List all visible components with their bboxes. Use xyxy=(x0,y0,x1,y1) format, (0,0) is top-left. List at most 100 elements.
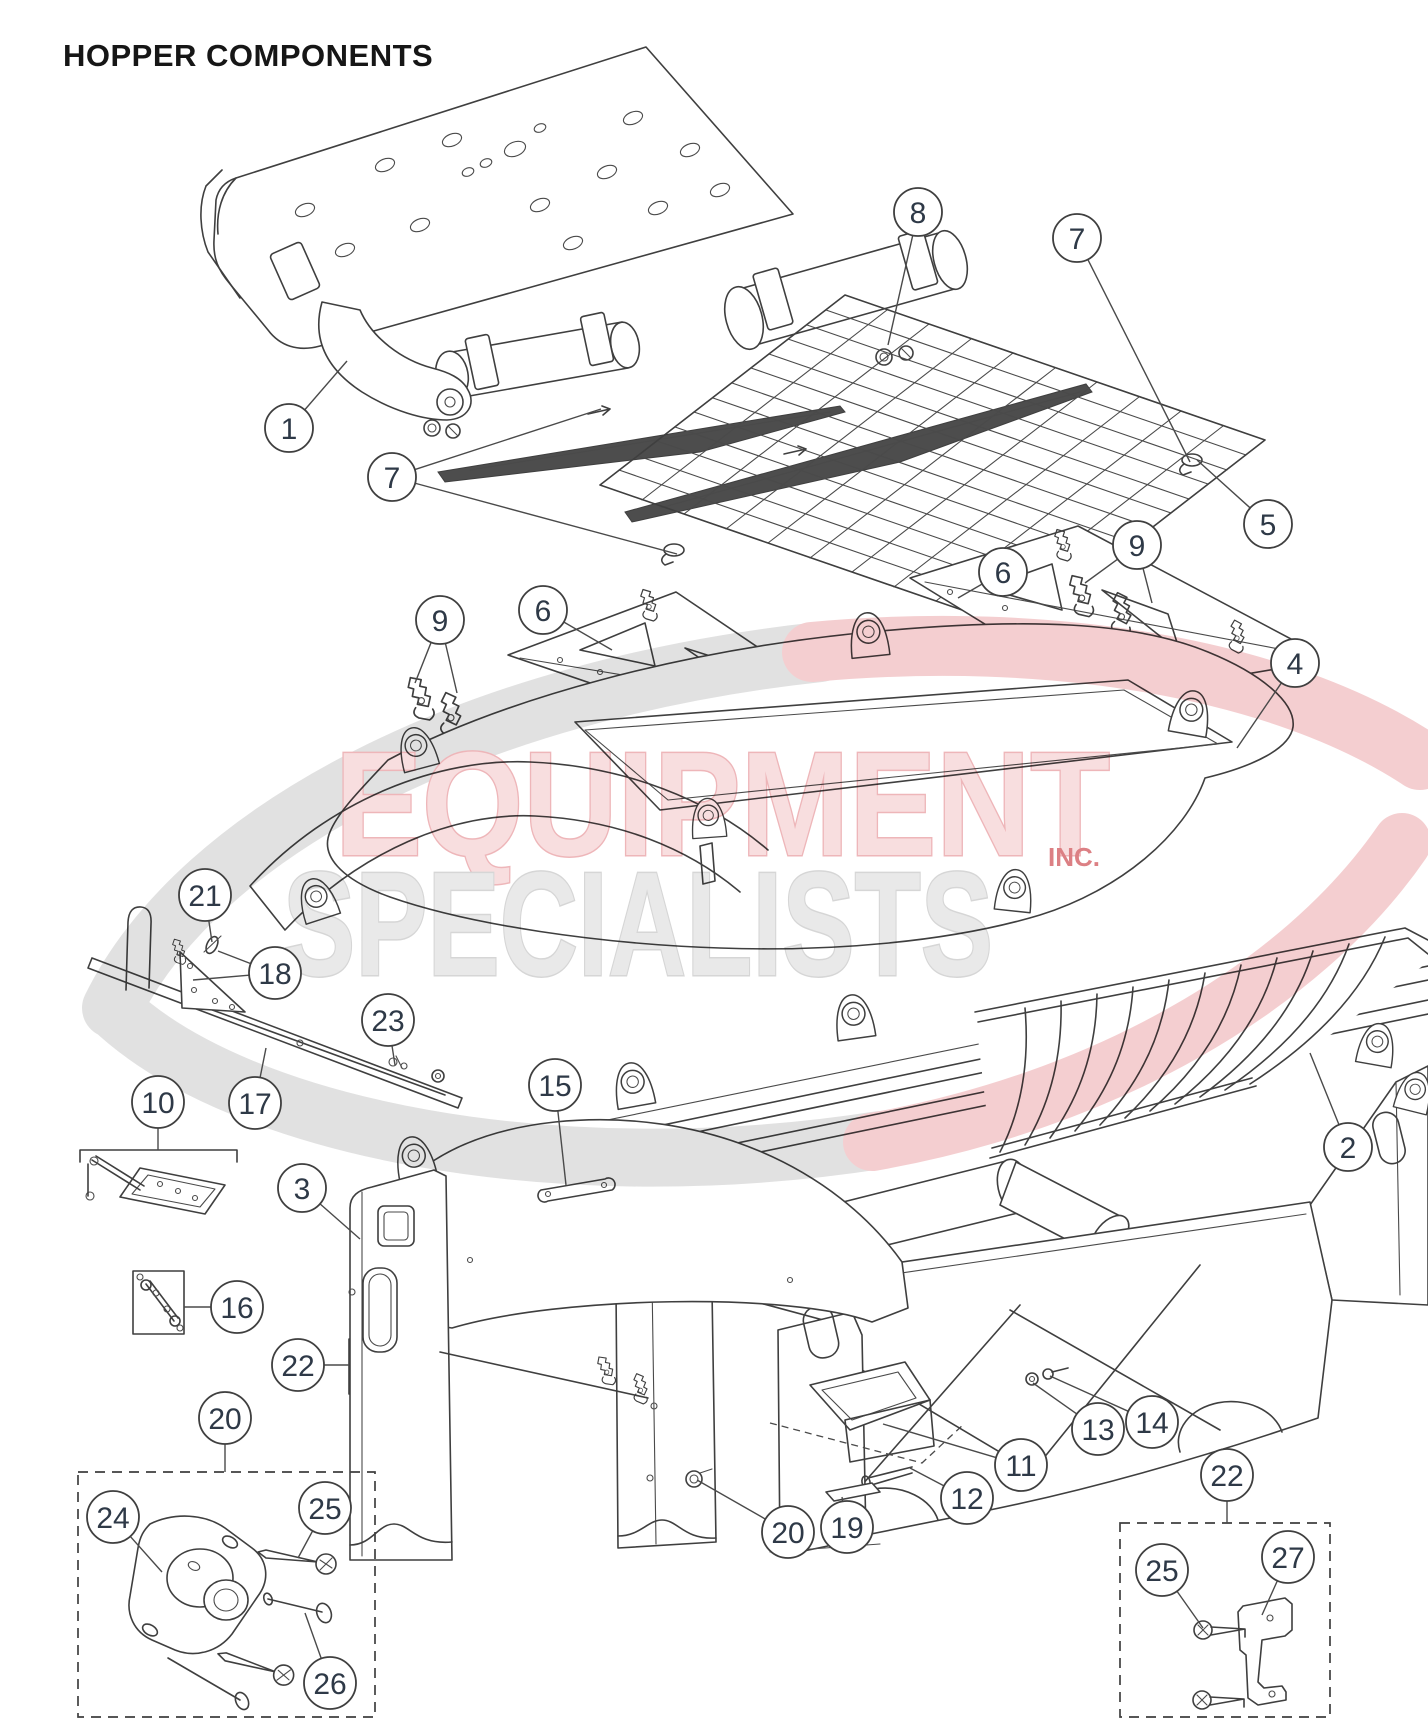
callout-3-circle xyxy=(277,1163,327,1213)
callout-15-number: 15 xyxy=(538,1070,571,1103)
callout-22: 22 xyxy=(1200,1448,1254,1523)
callout-24-circle xyxy=(86,1490,140,1544)
callout-21-circle xyxy=(178,868,232,922)
callout-9: 9 xyxy=(414,595,465,694)
callout-7-leader xyxy=(414,408,602,471)
washers-and-pins xyxy=(423,345,1203,566)
callout-1-number: 1 xyxy=(281,413,298,446)
callout-9-leader xyxy=(1142,568,1153,604)
callout-13-circle xyxy=(1071,1402,1125,1456)
callout-26-circle xyxy=(303,1656,357,1710)
callout-1-circle xyxy=(264,403,314,453)
part-undercarriage xyxy=(439,1351,1069,1502)
part-edge-strips xyxy=(437,383,1093,523)
callout-24-number: 24 xyxy=(96,1502,129,1535)
callout-20: 20 xyxy=(198,1391,252,1472)
callout-26-leader xyxy=(304,1612,322,1659)
callout-25-number: 25 xyxy=(308,1493,341,1526)
callout-13-number: 13 xyxy=(1081,1414,1114,1447)
right-cylinder xyxy=(723,229,969,351)
callout-6-leader xyxy=(563,621,613,651)
callout-25-circle xyxy=(298,1481,352,1535)
callout-6-number: 6 xyxy=(535,595,552,628)
callout-27: 27 xyxy=(1261,1530,1315,1616)
callout-22-number: 22 xyxy=(281,1350,314,1383)
callout-7-circle xyxy=(367,452,417,502)
callout-5-number: 5 xyxy=(1260,509,1277,542)
callout-5-leader xyxy=(1196,459,1251,509)
callout-2: 2 xyxy=(1309,1052,1373,1172)
callout-2-leader xyxy=(1309,1052,1340,1126)
callout-27-circle xyxy=(1261,1530,1315,1584)
callout-4-number: 4 xyxy=(1287,648,1304,681)
callout-9-circle xyxy=(415,595,465,645)
callout-8: 8 xyxy=(887,187,943,346)
callout-6-number: 6 xyxy=(995,557,1012,590)
callout-17-circle xyxy=(228,1076,282,1130)
callout-26: 26 xyxy=(303,1612,357,1710)
callout-5-circle xyxy=(1243,499,1293,549)
callout-11-circle xyxy=(994,1438,1048,1492)
callout-12-circle xyxy=(940,1471,994,1525)
callout-18-leader xyxy=(192,974,250,981)
callout-21-leader xyxy=(208,920,213,943)
callout-27-leader xyxy=(1261,1580,1279,1616)
callout-8-circle xyxy=(893,187,943,237)
callout-22: 22 xyxy=(271,1338,349,1392)
callout-11-leader xyxy=(882,1423,997,1459)
callout-9-number: 9 xyxy=(1129,530,1146,563)
callout-20-number: 20 xyxy=(208,1403,241,1436)
callout-3-number: 3 xyxy=(294,1173,311,1206)
callout-25-leader xyxy=(1176,1590,1204,1629)
callout-9-leader xyxy=(1084,558,1119,584)
callout-21-number: 21 xyxy=(188,880,221,913)
callout-18-leader xyxy=(217,950,251,965)
watermark: EQUIPMENT INC. SPECIALISTS xyxy=(82,615,1428,1187)
callout-1: 1 xyxy=(264,360,348,453)
callout-20-number: 20 xyxy=(771,1517,804,1550)
callout-6-leader xyxy=(957,583,983,599)
callout-7: 7 xyxy=(1052,213,1191,463)
callout-13-leader xyxy=(1032,1382,1078,1415)
callout-25-leader xyxy=(297,1530,314,1559)
callout-9-leader xyxy=(414,642,432,684)
part-top-screen xyxy=(599,294,1266,631)
callout-2-number: 2 xyxy=(1340,1132,1357,1165)
callout-25: 25 xyxy=(297,1481,352,1559)
callout-14: 14 xyxy=(1049,1375,1179,1449)
callout-7: 7 xyxy=(367,408,678,555)
callout-7-number: 7 xyxy=(1069,223,1086,256)
callout-16-number: 16 xyxy=(220,1292,253,1325)
callout-19-number: 19 xyxy=(830,1512,863,1545)
callout-10: 10 xyxy=(131,1075,185,1150)
pivot-arm xyxy=(318,301,472,421)
watermark-word1: EQUIPMENT xyxy=(335,722,1110,887)
callout-2-circle xyxy=(1323,1122,1373,1172)
callout-20-leader xyxy=(696,1479,766,1520)
callout-10-circle xyxy=(131,1075,185,1129)
callout-19: 19 xyxy=(820,1496,874,1554)
callout-18-circle xyxy=(248,946,302,1000)
callout-7-leader xyxy=(414,482,678,555)
left-cylinder xyxy=(434,311,641,400)
part-hinge-kit xyxy=(79,1149,238,1215)
watermark-swoosh xyxy=(82,615,1428,1187)
callout-11: 11 xyxy=(882,1423,1048,1492)
callout-25-circle xyxy=(1135,1543,1189,1597)
callout-8-leader xyxy=(887,235,914,346)
callout-4-circle xyxy=(1270,638,1320,688)
callout-22-number: 22 xyxy=(1210,1460,1243,1493)
callout-17: 17 xyxy=(228,1047,282,1130)
callout-18-number: 18 xyxy=(258,958,291,991)
callout-14-leader xyxy=(1049,1375,1129,1412)
callout-14-circle xyxy=(1125,1395,1179,1449)
kit-box-bracket xyxy=(1119,1522,1331,1718)
page-title: HOPPER COMPONENTS xyxy=(63,38,434,73)
callout-23-circle xyxy=(361,993,415,1047)
part-deflector-panel xyxy=(200,46,1203,566)
part-hopper-body xyxy=(348,951,1428,1561)
callout-23-leader xyxy=(391,1045,396,1066)
